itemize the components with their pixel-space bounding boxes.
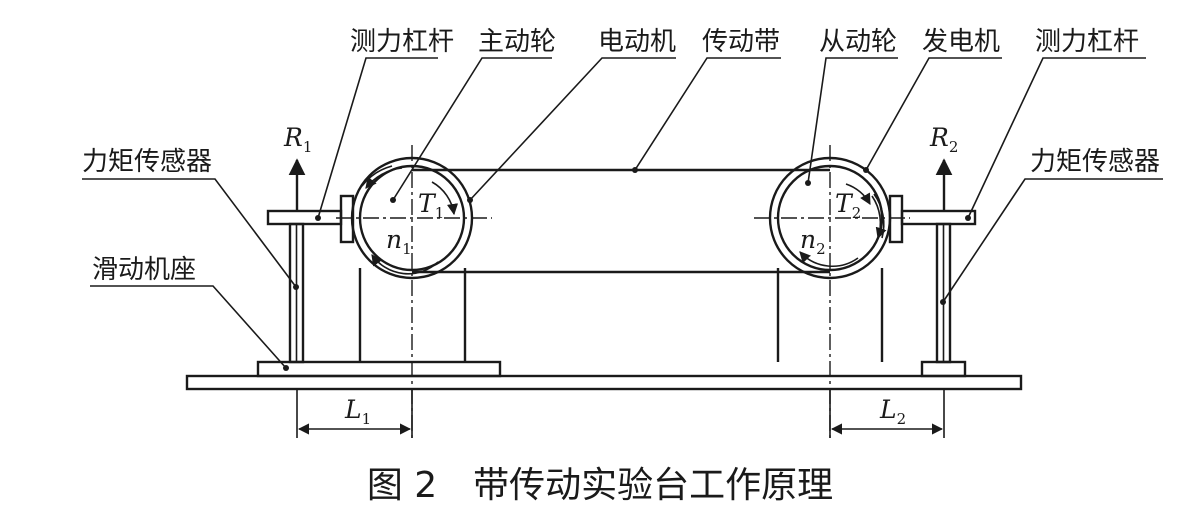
label-lever-left: 测力杠杆 [350, 27, 454, 57]
label-sliding-base: 滑动机座 [92, 255, 196, 285]
right-lever [900, 209, 977, 226]
n2-rotation-arrow [799, 251, 859, 268]
symbol-t1: T1 [418, 189, 444, 222]
label-motor: 电动机 [598, 27, 676, 57]
generator-flange [888, 194, 904, 244]
label-lever-right: 测力杠杆 [1035, 27, 1139, 57]
symbol-t2: T2 [835, 189, 861, 222]
symbol-n1: n1 [386, 225, 412, 258]
label-belt: 传动带 [702, 27, 780, 57]
sliding-base-plate [256, 360, 502, 378]
figure-caption: 图 2 带传动实验台工作原理 [367, 465, 833, 506]
right-sensor-foot [920, 360, 967, 378]
t1-torque-arrow [431, 181, 459, 216]
label-generator: 发电机 [922, 27, 1000, 57]
n1-rotation-arrow [371, 254, 439, 275]
right-assembly [754, 145, 977, 440]
dimension-l1 [296, 389, 413, 438]
left-arc-marker [361, 165, 393, 187]
base-plate [185, 374, 1023, 391]
left-pedestal [358, 268, 467, 362]
figure-title: 带传动实验台工作原理 [473, 465, 833, 506]
left-lever [266, 209, 343, 226]
driving-rotation-arrow [365, 167, 403, 189]
symbol-l2: L2 [879, 395, 906, 428]
figure-number: 图 2 [367, 465, 437, 506]
leader-lines [82, 57, 1163, 371]
label-driven-wheel: 从动轮 [819, 27, 897, 57]
symbol-l1: L1 [344, 395, 371, 428]
t2-torque-arrow [845, 183, 871, 205]
label-torque-sensor-left: 力矩传感器 [82, 147, 212, 177]
right-arc-marker [873, 193, 885, 239]
left-assembly [266, 145, 492, 440]
symbol-n2: n2 [800, 225, 826, 258]
label-torque-sensor-right: 力矩传感器 [1030, 147, 1160, 177]
label-driving-wheel: 主动轮 [478, 27, 556, 57]
dimension-l2 [829, 389, 945, 438]
symbol-r2: R2 [929, 123, 958, 156]
right-pedestal [776, 268, 884, 362]
driven-rotation-arrow [871, 195, 887, 240]
symbol-r1: R1 [283, 123, 312, 156]
